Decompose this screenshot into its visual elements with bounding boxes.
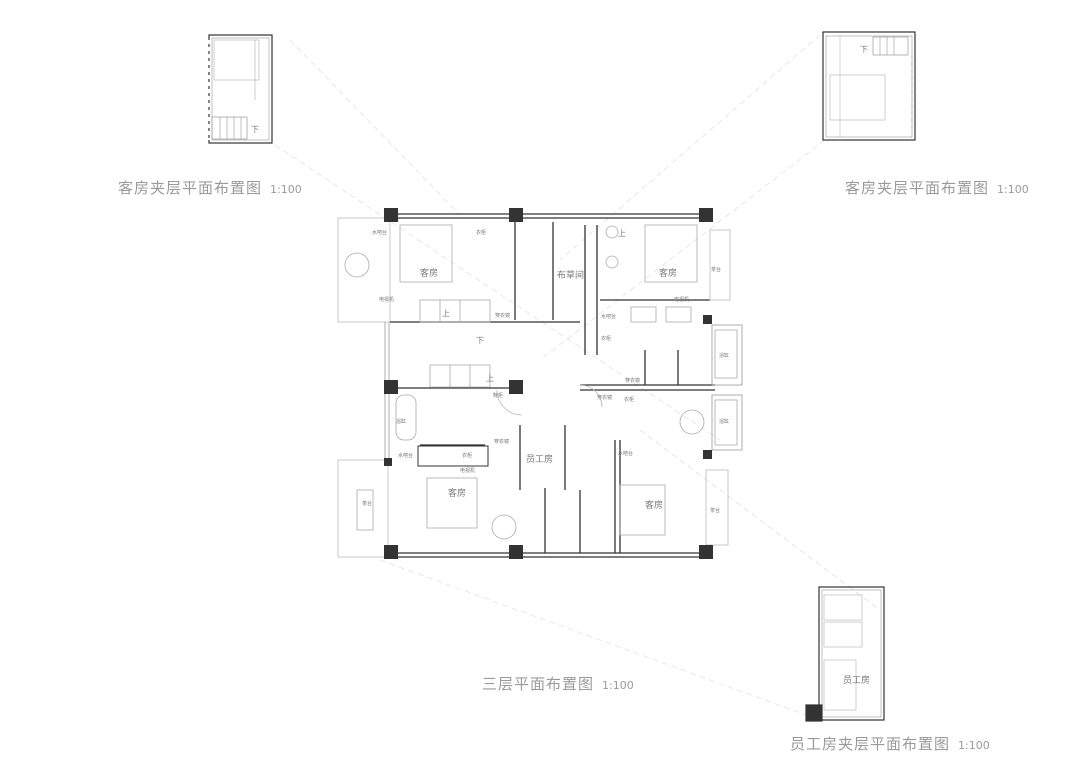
third-floor-plan — [337, 213, 743, 558]
dresser-label-4: 穿衣镜 — [494, 438, 509, 445]
side-table-label-1: 茶台 — [711, 266, 721, 273]
mezzanine-right-plan — [822, 31, 916, 141]
tv-label-1: 电视机 — [379, 296, 394, 303]
title-text: 三层平面布置图 — [482, 675, 595, 693]
staff-mezzanine-plan — [805, 586, 885, 722]
water-bar-label-1: 水吧台 — [372, 229, 387, 236]
title-text: 员工房夹层平面布置图 — [790, 735, 951, 753]
title-scale: 1:100 — [602, 679, 634, 692]
structural-columns — [384, 208, 713, 559]
bathtub-label-1: 浴缸 — [719, 352, 729, 359]
title-staff-mezzanine: 员工房夹层平面布置图 1:100 — [790, 733, 990, 754]
dresser-label-2: 穿衣镜 — [625, 377, 640, 384]
title-scale: 1:100 — [270, 183, 302, 196]
side-table-label-2: 茶台 — [710, 507, 720, 514]
tv-label-3: 电视机 — [460, 467, 475, 474]
title-guestroom-mezzanine-left: 客房夹层平面布置图 1:100 — [118, 177, 302, 198]
wardrobe-label-4: 衣柜 — [462, 452, 472, 459]
furniture — [344, 224, 738, 540]
dresser-label-3: 穿衣镜 — [597, 394, 612, 401]
water-bar-label-3: 水吧台 — [398, 452, 413, 459]
shoe-cabinet-label: 鞋柜 — [493, 392, 503, 399]
water-bar-label-4: 水吧台 — [618, 450, 633, 457]
wardrobe-label-2: 衣柜 — [601, 335, 611, 342]
stair-up-label-3: 上 — [618, 229, 626, 238]
stair-down-label-left: 下 — [251, 125, 259, 134]
stair-down-label-1: 下 — [476, 336, 484, 345]
dresser-label-1: 穿衣镜 — [495, 312, 510, 319]
wardrobe-label-3: 衣柜 — [624, 396, 634, 403]
staff-room-label-mezz: 员工房 — [843, 674, 870, 686]
mezzanine-left-plan — [208, 34, 273, 144]
stair-down-label-right: 下 — [860, 45, 868, 54]
title-third-floor: 三层平面布置图 1:100 — [482, 673, 634, 694]
guest-room-label-ne: 客房 — [659, 267, 677, 279]
guest-room-label-nw: 客房 — [420, 267, 438, 279]
stair-up-label-2: 上 — [486, 374, 494, 383]
water-bar-label-2: 水吧台 — [601, 313, 616, 320]
title-scale: 1:100 — [958, 739, 990, 752]
guide-lines — [274, 34, 881, 721]
guest-room-label-se: 客房 — [645, 499, 663, 511]
tv-label-2: 电视机 — [674, 296, 689, 303]
cloakroom-label: 布草间 — [557, 269, 584, 281]
guest-room-label-sw: 客房 — [448, 487, 466, 499]
side-table-label-3: 茶台 — [362, 500, 372, 507]
stair-up-label-1: 上 — [442, 309, 450, 318]
title-guestroom-mezzanine-right: 客房夹层平面布置图 1:100 — [845, 177, 1029, 198]
wardrobe-label-1: 衣柜 — [476, 229, 486, 236]
bathtub-label-3: 浴缸 — [396, 418, 406, 425]
title-scale: 1:100 — [997, 183, 1029, 196]
title-text: 客房夹层平面布置图 — [845, 179, 990, 197]
title-text: 客房夹层平面布置图 — [118, 179, 263, 197]
bathtub-label-2: 浴缸 — [719, 418, 729, 425]
staff-room-label: 员工房 — [526, 453, 553, 465]
